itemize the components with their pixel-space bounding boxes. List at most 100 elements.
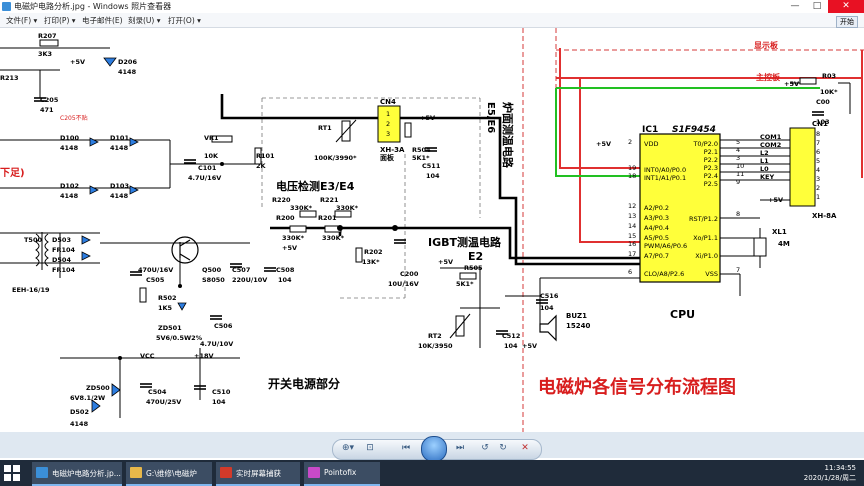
comp-ref-r03: R03 bbox=[822, 72, 836, 80]
component-labels: R207 3K3 D206 4148 R213 C205 471 D100 41… bbox=[0, 32, 838, 428]
ic-pin-num-r3: 10 bbox=[736, 162, 744, 170]
comp-ref-c508: C508 bbox=[276, 266, 295, 274]
comp-ref-r504: R504 bbox=[412, 146, 431, 154]
close-button[interactable]: ✕ bbox=[828, 0, 864, 13]
comp-ref-d100: D100 bbox=[60, 134, 79, 142]
comp-ref-d102: D102 bbox=[60, 182, 79, 190]
cn1-signal-1: COM2 bbox=[760, 141, 781, 149]
comp-ref-r201: R201 bbox=[318, 214, 337, 222]
label-c205-note: C205不贴 bbox=[60, 114, 88, 122]
ic-pin-num-l0: 2 bbox=[628, 138, 632, 146]
task-photo-viewer[interactable]: 电磁炉电路分析.jp... bbox=[32, 462, 122, 486]
ic-pin-num-r6: 8 bbox=[736, 210, 740, 218]
comp-ref-c505: C505 bbox=[146, 276, 165, 284]
schematic-image: 电磁炉各信号分布流程图 开关电源部分 电压检测E3/E4 IGBT测温电路 E2… bbox=[0, 28, 864, 432]
previous-button[interactable]: ⏮ bbox=[401, 443, 411, 453]
comp-ref-c507: C507 bbox=[232, 266, 250, 274]
fit-window-button[interactable]: ⊡ bbox=[366, 443, 374, 453]
comp-val-r200: 330K* bbox=[282, 234, 305, 242]
ic-pin-l6: A5/P0.5 bbox=[644, 234, 669, 242]
menu-print[interactable]: 打印(P) ▾ bbox=[44, 16, 76, 25]
comp-val-c508: 104 bbox=[278, 276, 292, 284]
comp-ref-d503: D503 bbox=[52, 236, 71, 244]
menu-file[interactable]: 文件(F) ▾ bbox=[6, 16, 38, 25]
comp-val-d502: 4148 bbox=[70, 420, 89, 428]
ic-pin-num-l9: 6 bbox=[628, 268, 632, 276]
comp-ref-d103: D103 bbox=[110, 182, 129, 190]
supply-5v-main: +5V bbox=[784, 80, 799, 88]
section-power-label: 开关电源部分 bbox=[268, 376, 340, 391]
cn4-label: CN4 bbox=[380, 98, 396, 106]
comp-ref-r207: R207 bbox=[38, 32, 57, 40]
clock-time: 11:34:55 bbox=[824, 464, 856, 472]
slideshow-button[interactable] bbox=[421, 436, 447, 462]
ic-pin-num-r0: 5 bbox=[736, 138, 740, 146]
cn1-pin-3: 5 bbox=[816, 157, 820, 165]
task-pointofix[interactable]: Pointofix bbox=[304, 462, 380, 486]
rotate-cw-button[interactable]: ↻ bbox=[499, 443, 507, 453]
comp-val-d103: 4148 bbox=[110, 192, 129, 200]
supply-5v-cn4: +5V bbox=[420, 114, 435, 122]
start-button[interactable]: 开始 bbox=[836, 16, 858, 28]
comp-ref-t500: T500 bbox=[24, 236, 42, 244]
menu-open[interactable]: 打开(O) ▾ bbox=[168, 16, 201, 25]
window-title: 电磁炉电路分析.jpg - Windows 照片查看器 bbox=[14, 2, 172, 11]
comp-val-rt2: 10K/3950 bbox=[418, 342, 453, 350]
cn1-signal-5: KEY bbox=[760, 173, 774, 181]
menu-bar: 文件(F) ▾ 打印(P) ▾ 电子邮件(E) 刻录(U) ▾ 打开(O) ▾ … bbox=[0, 13, 864, 28]
cn4-pin-0: 1 bbox=[386, 110, 390, 118]
label-display-board: 显示板 bbox=[754, 40, 779, 50]
comp-val-r220: 330K* bbox=[290, 204, 313, 212]
folder-icon bbox=[130, 467, 142, 478]
ic-pin-r7: Xo/P1.1 bbox=[693, 234, 718, 242]
ic-pin-l3: A2/P0.2 bbox=[644, 204, 669, 212]
task-label: 电磁炉电路分析.jp... bbox=[52, 469, 121, 478]
ic-right-pin-numbers: 5 4 3 10 11 9 8 7 bbox=[736, 138, 744, 274]
task-explorer[interactable]: G:\维修\电磁炉 bbox=[126, 462, 212, 486]
cn4-part: XH-3A bbox=[380, 146, 405, 154]
comp-val-t500: EEH-16/19 bbox=[12, 286, 50, 294]
zoom-button[interactable]: ⊕▾ bbox=[341, 443, 355, 453]
comp-ref-zd501: ZD501 bbox=[158, 324, 182, 332]
cn1-label: CN1 bbox=[812, 120, 828, 128]
task-screen-capture[interactable]: 实时屏幕捕获 bbox=[216, 462, 300, 486]
photo-viewer-icon bbox=[2, 2, 11, 11]
minimize-button[interactable]: — bbox=[790, 1, 800, 11]
ic-pin-num-r4: 11 bbox=[736, 170, 744, 178]
system-clock[interactable]: 11:34:55 2020/1/28/周二 bbox=[804, 463, 856, 483]
cn1-pins: 8 7 6 5 4 3 2 1 bbox=[816, 130, 820, 201]
comp-ref-r202: R202 bbox=[364, 248, 383, 256]
maximize-button[interactable]: □ bbox=[812, 1, 822, 11]
buzzer-value: 15240 bbox=[566, 322, 590, 330]
comp-ref-vr1: VR1 bbox=[204, 134, 219, 142]
ic-pin-r2: P2.2 bbox=[704, 156, 718, 164]
menu-burn[interactable]: 刻录(U) ▾ bbox=[128, 16, 161, 25]
ic-pin-l9: CLO/A8/P2.6 bbox=[644, 270, 684, 278]
rotate-ccw-button[interactable]: ↺ bbox=[481, 443, 489, 453]
label-lowvolt: 下足) bbox=[0, 167, 25, 179]
ic-cpu-label: CPU bbox=[670, 308, 695, 321]
windows-start-icon[interactable] bbox=[4, 465, 20, 481]
cn4-pin-1: 2 bbox=[386, 120, 390, 128]
menu-email[interactable]: 电子邮件(E) bbox=[82, 16, 123, 25]
ic-pin-num-l1: 19 bbox=[628, 164, 636, 172]
task-label: 实时屏幕捕获 bbox=[236, 469, 281, 478]
ic-left-pins: VDD INT0/A0/P0.0 INT1/A1/P0.1 A2/P0.2 A3… bbox=[644, 140, 687, 278]
comp-val-r221: 330K* bbox=[336, 204, 359, 212]
xtal-value: 4M bbox=[778, 240, 790, 248]
comp-val-r505: 5K1* bbox=[456, 280, 474, 288]
comp-val-c507: 220U/10V bbox=[232, 276, 267, 284]
supply-labels: +5V +5V +5V +5V +5V +5V +5V +5V +18V VCC bbox=[70, 58, 799, 360]
section-voltage-label: 电压检测E3/E4 bbox=[276, 179, 355, 193]
comp-val-d102: 4148 bbox=[60, 192, 79, 200]
cn4-pin-2: 3 bbox=[386, 130, 390, 138]
ic-pin-num-r1: 4 bbox=[736, 146, 740, 154]
ic-pin-num-r5: 9 bbox=[736, 178, 740, 186]
comp-val-r504: 5K1* bbox=[412, 154, 430, 162]
ic-pin-l7: PWM/A6/P0.6 bbox=[644, 242, 687, 250]
delete-button[interactable]: ✕ bbox=[521, 443, 529, 453]
ic-pin-l2: INT1/A1/P0.1 bbox=[644, 174, 686, 182]
next-button[interactable]: ⏭ bbox=[455, 443, 465, 453]
comp-val-rt1: 100K/3990* bbox=[314, 154, 357, 162]
ic-pin-l5: A4/P0.4 bbox=[644, 224, 669, 232]
